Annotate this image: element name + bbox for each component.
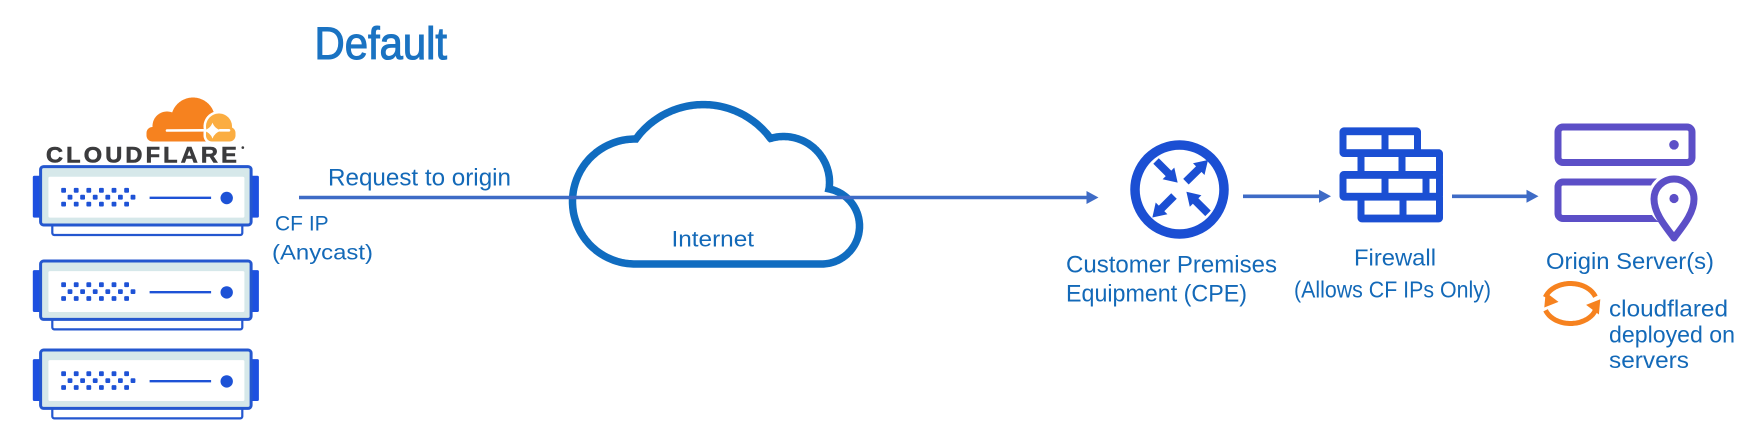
svg-text:Customer Premises: Customer Premises xyxy=(1066,253,1277,279)
svg-text:(Anycast): (Anycast) xyxy=(272,239,373,264)
svg-text:Origin Server(s): Origin Server(s) xyxy=(1546,248,1714,274)
svg-text:Equipment (CPE): Equipment (CPE) xyxy=(1066,281,1247,307)
svg-text:deployed on: deployed on xyxy=(1609,322,1735,348)
svg-text:Internet: Internet xyxy=(672,227,755,252)
svg-text:servers: servers xyxy=(1609,347,1689,373)
svg-text:CF IP: CF IP xyxy=(275,212,329,235)
svg-text:Request to origin: Request to origin xyxy=(328,164,511,191)
svg-text:cloudflared: cloudflared xyxy=(1609,296,1728,322)
svg-text:CLOUDFLARE: CLOUDFLARE xyxy=(46,142,240,167)
svg-text:(Allows CF IPs Only): (Allows CF IPs Only) xyxy=(1294,277,1491,303)
svg-text:Firewall: Firewall xyxy=(1354,245,1436,271)
svg-text:Default: Default xyxy=(315,18,448,69)
